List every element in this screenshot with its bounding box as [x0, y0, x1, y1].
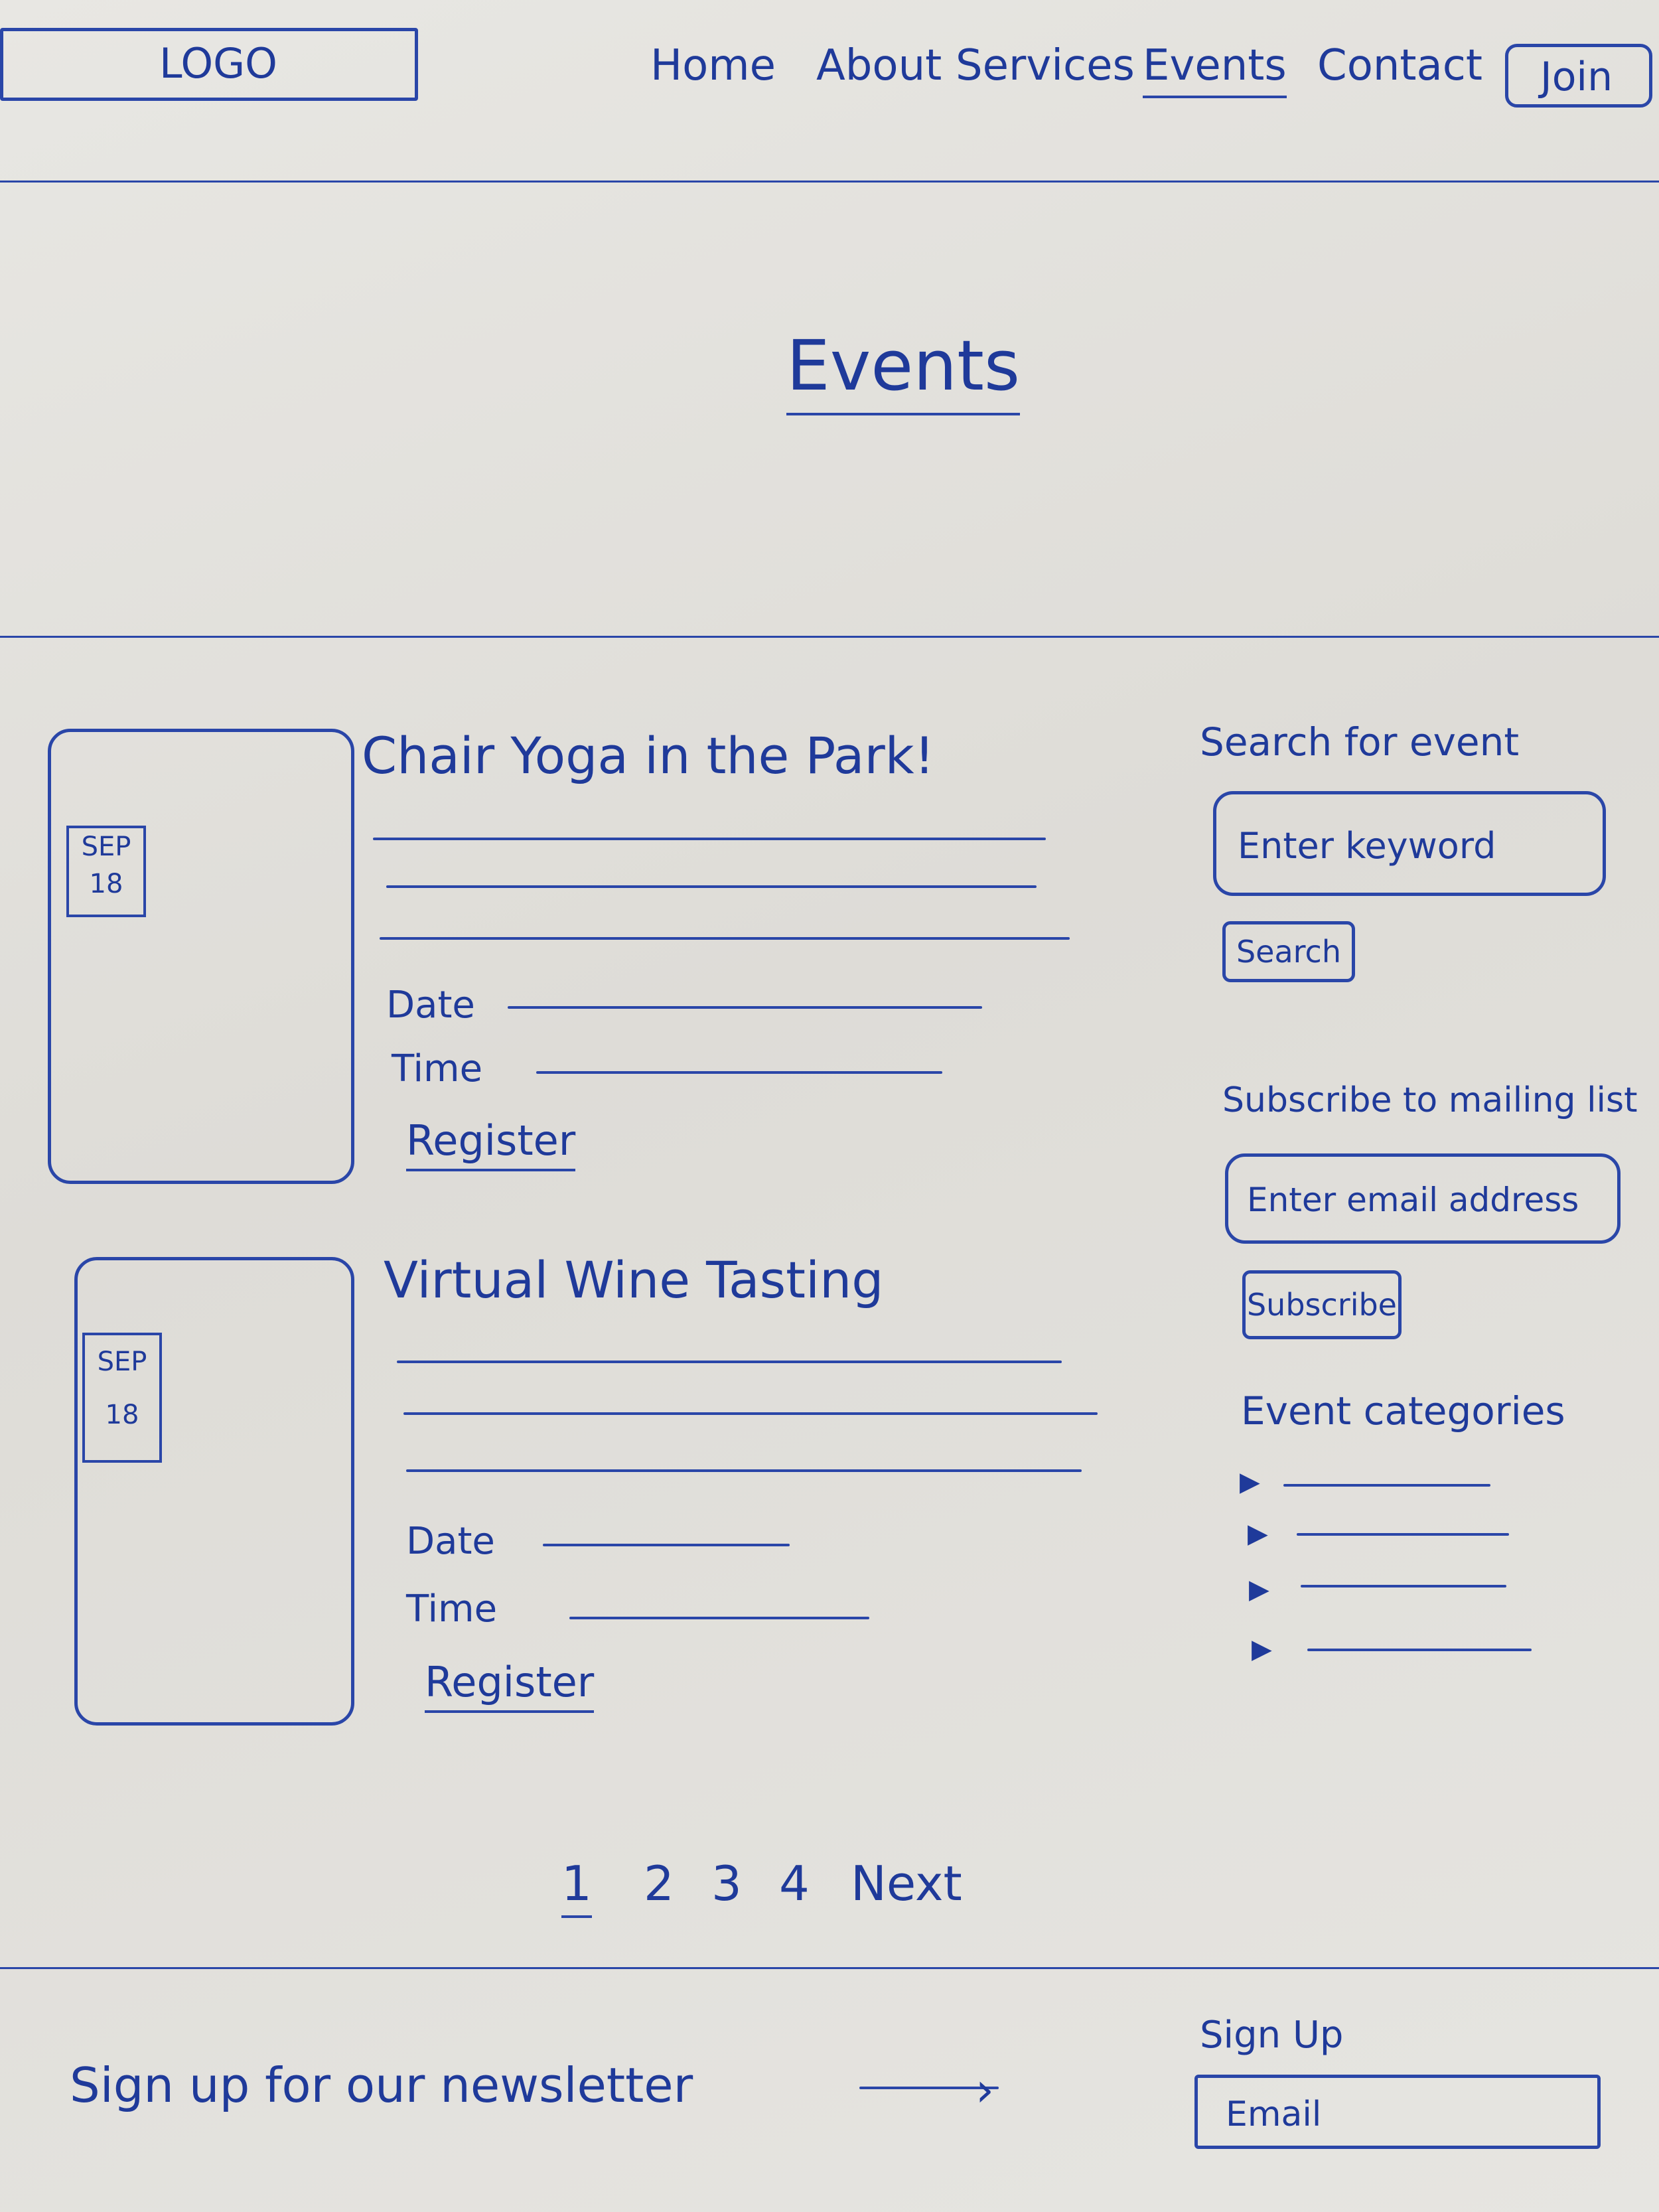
time-label: Time	[406, 1587, 498, 1631]
event-title[interactable]: Chair Yoga in the Park!	[362, 726, 935, 785]
date-day: 18	[89, 869, 123, 899]
footer-divider	[0, 1967, 1659, 1969]
search-input[interactable]	[1236, 818, 1589, 873]
hero-divider	[0, 636, 1659, 638]
page-4[interactable]: 4	[779, 1856, 810, 1911]
date-tag: SEP 18	[66, 826, 146, 917]
nav-contact[interactable]: Contact	[1317, 41, 1482, 90]
arrow-line	[859, 2087, 999, 2089]
time-value-line	[569, 1617, 869, 1619]
categories-heading: Event categories	[1241, 1388, 1565, 1434]
description-line	[386, 885, 1037, 888]
category-link[interactable]	[1283, 1484, 1490, 1487]
page-2[interactable]: 2	[644, 1856, 674, 1911]
description-line	[403, 1412, 1098, 1415]
nav-about[interactable]: About	[816, 41, 942, 90]
register-link[interactable]: Register	[406, 1116, 576, 1171]
event-image[interactable]	[48, 729, 354, 1184]
date-label: Date	[406, 1520, 495, 1563]
page-3[interactable]: 3	[711, 1856, 742, 1911]
join-button[interactable]: Join	[1505, 44, 1652, 108]
category-link[interactable]	[1297, 1533, 1509, 1536]
search-heading: Search for event	[1200, 719, 1520, 765]
newsletter-text: Sign up for our newsletter	[70, 2057, 693, 2113]
search-box[interactable]	[1213, 791, 1606, 896]
category-link[interactable]	[1307, 1649, 1532, 1651]
search-button[interactable]: Search	[1222, 921, 1355, 982]
time-value-line	[536, 1071, 942, 1074]
join-label: Join	[1540, 54, 1613, 100]
date-day: 18	[105, 1400, 139, 1430]
logo[interactable]: LOGO	[0, 28, 418, 101]
bullet-icon: ▶	[1248, 1518, 1268, 1549]
footer-email-input[interactable]	[1224, 2087, 1584, 2142]
register-link[interactable]: Register	[425, 1658, 595, 1713]
email-box[interactable]	[1225, 1153, 1621, 1244]
bullet-icon: ▶	[1249, 1574, 1269, 1605]
description-line	[373, 838, 1046, 840]
email-input[interactable]	[1246, 1173, 1604, 1227]
logo-text: LOGO	[159, 39, 277, 88]
description-line	[397, 1361, 1062, 1363]
next-page-link[interactable]: Next	[851, 1856, 962, 1911]
description-line	[406, 1469, 1082, 1472]
signup-heading: Sign Up	[1200, 2014, 1344, 2057]
date-month: SEP	[81, 832, 131, 862]
bullet-icon: ▶	[1252, 1634, 1272, 1664]
description-line	[380, 937, 1070, 940]
nav-home[interactable]: Home	[650, 41, 776, 90]
page-title: Events	[786, 325, 1021, 415]
event-image[interactable]	[74, 1257, 354, 1726]
date-tag: SEP 18	[82, 1333, 162, 1463]
footer-email-box[interactable]	[1194, 2075, 1601, 2149]
arrow-right-icon: ›	[975, 2063, 994, 2117]
category-link[interactable]	[1301, 1585, 1506, 1587]
date-month: SEP	[97, 1347, 147, 1377]
date-value-line	[508, 1006, 982, 1009]
date-value-line	[543, 1544, 790, 1546]
time-label: Time	[392, 1047, 483, 1090]
subscribe-heading: Subscribe to mailing list	[1222, 1080, 1638, 1120]
page-1[interactable]: 1	[561, 1856, 592, 1918]
nav-services[interactable]: Services	[956, 41, 1135, 90]
bullet-icon: ▶	[1240, 1467, 1260, 1497]
subscribe-button[interactable]: Subscribe	[1242, 1270, 1402, 1339]
nav-events[interactable]: Events	[1143, 41, 1287, 98]
header-divider	[0, 181, 1659, 183]
event-title[interactable]: Virtual Wine Tasting	[384, 1250, 884, 1309]
date-label: Date	[386, 984, 475, 1027]
